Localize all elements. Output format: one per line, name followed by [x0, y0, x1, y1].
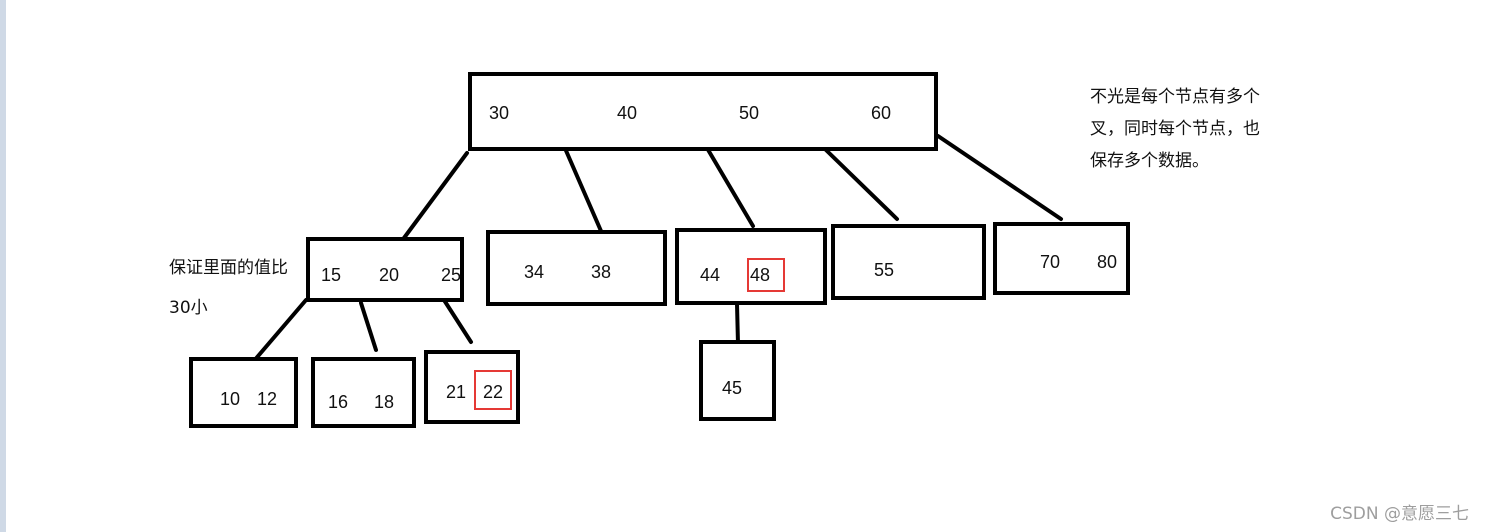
annotation-line: 30小 [169, 298, 208, 318]
root-key: 50 [739, 103, 760, 123]
watermark: CSDN @意愿三七 [1330, 504, 1469, 524]
node-key: 25 [441, 265, 462, 285]
node-70-80: 70 80 [993, 222, 1130, 295]
window-edge-strip [0, 0, 6, 532]
node-key: 12 [257, 389, 278, 409]
annotation-line: 不光是每个节点有多个 [1090, 87, 1260, 107]
node-55: 55 [831, 224, 986, 300]
node-key-highlighted: 22 [483, 382, 504, 402]
node-21-22: 21 22 [424, 350, 520, 424]
annotation-left: 保证里面的值比 30小 [169, 248, 288, 328]
node-key: 16 [328, 392, 349, 412]
root-node: 30 40 50 60 [468, 72, 938, 151]
node-key: 38 [591, 262, 612, 282]
root-key: 40 [617, 103, 638, 123]
node-34-38: 34 38 [486, 230, 667, 306]
highlight-box [747, 258, 785, 292]
node-key: 70 [1040, 252, 1061, 272]
edge-root-to-node-55 [824, 148, 899, 221]
annotation-line: 叉，同时每个节点，也 [1090, 119, 1260, 139]
edge-root-to-node-15-20-25 [399, 151, 469, 244]
node-key: 18 [374, 392, 395, 412]
edge-node-15-to-node-10-12 [251, 298, 308, 364]
node-key: 55 [874, 260, 895, 280]
edge-root-to-node-44-48 [705, 146, 755, 228]
edge-node-44-48-to-node-45 [735, 302, 740, 346]
node-key: 21 [446, 382, 467, 402]
node-45: 45 [699, 340, 776, 421]
node-10-12: 10 12 [189, 357, 298, 428]
node-key: 15 [321, 265, 342, 285]
edge-root-to-node-34-38 [562, 144, 603, 233]
edge-node-25-to-node-21-22 [442, 298, 473, 344]
node-key: 34 [524, 262, 545, 282]
node-key: 10 [220, 389, 241, 409]
edge-root-to-node-70-80 [936, 134, 1063, 221]
node-44-48: 44 48 [675, 228, 827, 305]
edge-node-20-to-node-16-18 [359, 301, 378, 352]
node-key: 45 [722, 378, 743, 398]
node-key: 20 [379, 265, 400, 285]
annotation-right: 不光是每个节点有多个 叉，同时每个节点，也 保存多个数据。 [1090, 81, 1260, 177]
annotation-line: 保存多个数据。 [1090, 151, 1209, 171]
annotation-line: 保证里面的值比 [169, 258, 288, 278]
node-15-20-25: 15 20 25 [306, 237, 464, 302]
node-key: 80 [1097, 252, 1118, 272]
highlight-box [474, 370, 512, 410]
node-16-18: 16 18 [311, 357, 416, 428]
node-key-highlighted: 48 [750, 265, 771, 285]
root-key: 60 [871, 103, 892, 123]
node-key: 44 [700, 265, 721, 285]
root-key: 30 [489, 103, 510, 123]
